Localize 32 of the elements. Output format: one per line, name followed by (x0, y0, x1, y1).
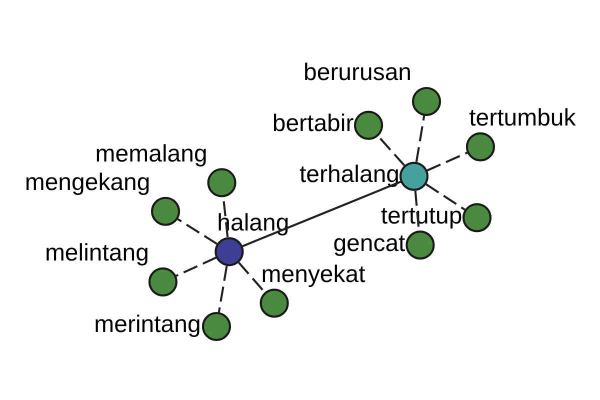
node-label: tertumbuk (468, 104, 576, 132)
connector (176, 218, 217, 244)
node-circle (462, 202, 492, 232)
connector (237, 261, 266, 294)
node-label: bertabir (272, 110, 354, 137)
node-circle (405, 230, 434, 260)
node-label: memalang (94, 140, 207, 167)
node-label: berurusan (303, 58, 412, 86)
connector (242, 180, 401, 247)
connector (414, 114, 425, 162)
node-label: merintang (94, 310, 200, 338)
node-label: tertutup (380, 202, 462, 229)
connector (217, 265, 228, 313)
node-circle (150, 196, 180, 226)
node-circle (201, 311, 231, 341)
node-label: gencat (332, 229, 405, 256)
node-circle (206, 168, 236, 197)
node-circle (411, 86, 441, 116)
connector (174, 256, 216, 277)
node-circle (259, 288, 288, 318)
connector (425, 182, 465, 210)
node-label: mengekang (24, 168, 150, 196)
node-label: terhalang (299, 160, 400, 188)
node-label: menyekat (260, 260, 365, 288)
node-circle (398, 161, 428, 190)
node-circle (148, 266, 177, 296)
node-label: melintang (44, 239, 148, 266)
node-circle (214, 236, 244, 266)
connector (426, 151, 468, 172)
node-label: halang (216, 208, 289, 236)
node-circle (354, 110, 383, 140)
node-circle (465, 132, 494, 161)
